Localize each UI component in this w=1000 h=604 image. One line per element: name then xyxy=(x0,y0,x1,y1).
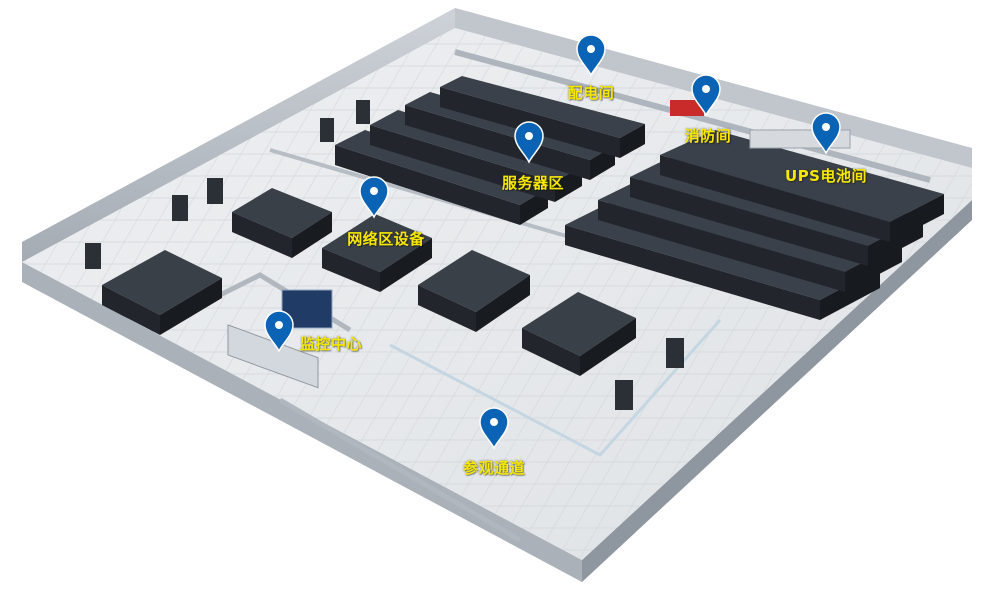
cabinet xyxy=(207,178,223,204)
map-pin-icon[interactable] xyxy=(514,121,544,164)
marker-label-monitor-center[interactable]: 监控中心 xyxy=(299,335,363,353)
cabinet xyxy=(666,338,684,368)
rack-group xyxy=(85,76,944,410)
partition-mid xyxy=(269,148,581,242)
map-pin-icon[interactable] xyxy=(811,112,841,155)
map-pin-icon[interactable] xyxy=(479,407,509,450)
marker-label-power-room[interactable]: 配电间 xyxy=(567,84,615,102)
marker-pins xyxy=(264,34,841,450)
cabinet xyxy=(85,243,101,269)
rack-pod xyxy=(232,188,332,258)
fire-cylinders xyxy=(670,100,704,116)
marker-label-ups-room[interactable]: UPS电池间 xyxy=(785,167,867,185)
rack-pod xyxy=(418,250,530,332)
cabinet xyxy=(356,100,370,124)
outer-wall-front-left xyxy=(22,262,582,582)
rack-pod xyxy=(322,214,432,292)
map-pin-icon[interactable] xyxy=(576,34,606,77)
back-wall-left xyxy=(22,8,455,262)
outer-wall-front-right xyxy=(582,200,972,582)
map-pin-icon[interactable] xyxy=(691,74,721,117)
rack-pod xyxy=(102,250,222,335)
marker-label-fire-room[interactable]: 消防间 xyxy=(684,127,732,145)
partition-corridor xyxy=(278,397,522,543)
map-pin-icon[interactable] xyxy=(264,310,294,353)
cabinet xyxy=(172,195,188,221)
rack-row xyxy=(660,130,944,242)
cabinet xyxy=(615,380,633,410)
marker-label-network-zone[interactable]: 网络区设备 xyxy=(347,230,425,248)
marker-label-server-zone[interactable]: 服务器区 xyxy=(501,174,565,192)
cabinet xyxy=(320,118,334,142)
marker-label-visit-corridor[interactable]: 参观通道 xyxy=(462,459,526,477)
rack-pod xyxy=(522,292,636,376)
map-pin-icon[interactable] xyxy=(359,176,389,219)
